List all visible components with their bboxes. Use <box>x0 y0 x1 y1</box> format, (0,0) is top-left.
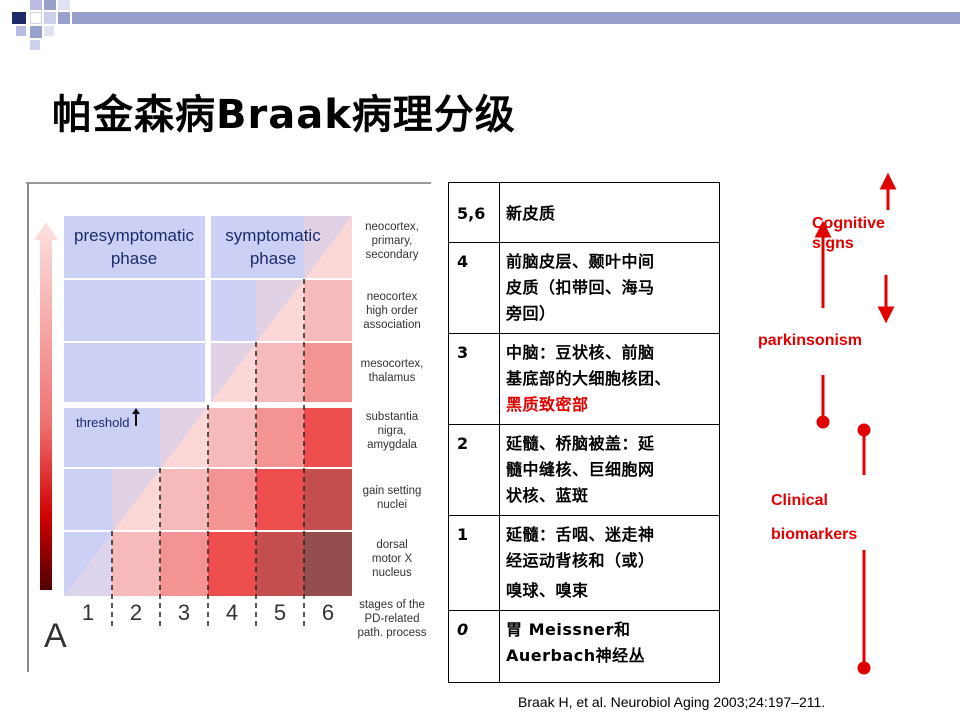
description-line: 基底部的大细胞核团、 <box>506 369 672 388</box>
stage-cell: 0 <box>448 610 500 683</box>
symptomatic-label: symptomatic <box>225 226 321 245</box>
description-line-highlight: 黑质致密部 <box>506 395 589 414</box>
stage-number: 2 <box>130 600 142 625</box>
dot-icon <box>857 661 871 675</box>
stage-cell: 2 <box>448 424 500 516</box>
description-line: 延髓、桥脑被盖：延 <box>506 434 655 453</box>
description-line: 状核、蓝斑 <box>506 486 589 505</box>
stage-description: 新皮质 <box>499 182 720 243</box>
presymptomatic-label-2: phase <box>111 249 157 268</box>
progression-arrow <box>34 222 58 590</box>
region-label: substantia <box>366 411 419 423</box>
region-label: thalamus <box>369 372 416 384</box>
region-label: gain setting <box>363 485 422 497</box>
parkinsonism-label: parkinsonism <box>758 332 863 349</box>
stage-description: 延髓：舌咽、迷走神 经运动背核和（或） 嗅球、嗅束 <box>499 515 720 611</box>
clinical-biomarkers-label: Clinical biomarkers <box>771 492 858 543</box>
region-label: dorsal <box>376 539 407 551</box>
clinical-arrows <box>814 172 897 675</box>
description-line: 旁回） <box>506 304 556 323</box>
stage-caption: path. process <box>357 627 426 639</box>
threshold-label: threshold <box>76 415 129 430</box>
description-line: 嗅球、嗅束 <box>506 581 589 600</box>
stage-cell: 4 <box>448 242 500 334</box>
table-row: 0 胃 Meissner和 Auerbach神经丛 <box>448 610 720 683</box>
table-row: 1 延髓：舌咽、迷走神 经运动背核和（或） 嗅球、嗅束 <box>448 515 720 611</box>
table-row: 5,6 新皮质 <box>448 182 720 243</box>
description-line: 新皮质 <box>506 204 556 223</box>
stage-number: 6 <box>322 600 334 625</box>
description-line: 中脑：豆状核、前脑 <box>506 343 655 362</box>
stage-number: 5 <box>274 600 286 625</box>
region-label: secondary <box>365 249 418 261</box>
braak-stage-table: 5,6 新皮质 4 前脑皮层、颞叶中间 皮质（扣带回、海马 旁回） 3 中脑：豆… <box>448 182 720 683</box>
stage-description: 胃 Meissner和 Auerbach神经丛 <box>499 610 720 683</box>
description-line: 髓中缝核、巨细胞网 <box>506 460 655 479</box>
region-label: mesocortex, <box>361 358 424 370</box>
braak-staging-figure: presymptomatic phase symptomatic phase t… <box>26 182 431 672</box>
presymptomatic-label: presymptomatic <box>74 226 194 245</box>
stage-number: 1 <box>82 600 94 625</box>
description-line: 经运动背核和（或） <box>506 551 655 570</box>
symptomatic-label-2: phase <box>250 249 296 268</box>
threshold-arrow-icon <box>132 408 140 426</box>
corner-decoration <box>0 0 960 60</box>
region-label: nuclei <box>377 499 407 511</box>
page-title: 帕金森病Braak病理分级 <box>52 92 516 138</box>
region-label: nigra, <box>378 425 407 437</box>
region-label: motor X <box>372 553 413 565</box>
stage-cell: 3 <box>448 333 500 425</box>
description-line: Auerbach神经丛 <box>506 646 646 665</box>
stage-description: 中脑：豆状核、前脑 基底部的大细胞核团、 黑质致密部 <box>499 333 720 425</box>
description-line: 皮质（扣带回、海马 <box>506 278 655 297</box>
stage-caption: PD-related <box>365 613 420 625</box>
region-label: association <box>363 319 421 331</box>
dot-icon <box>816 415 830 429</box>
stage-cell: 1 <box>448 515 500 611</box>
stage-cell: 5,6 <box>448 182 500 243</box>
table-row: 3 中脑：豆状核、前脑 基底部的大细胞核团、 黑质致密部 <box>448 333 720 425</box>
panel-letter: A <box>44 617 67 655</box>
region-label: primary, <box>372 235 413 247</box>
arrow-up-icon <box>879 172 897 190</box>
description-line: 延髓：舌咽、迷走神 <box>506 525 655 544</box>
region-label: neocortex, <box>365 221 419 233</box>
arrow-down-icon <box>877 306 895 324</box>
table-row: 2 延髓、桥脑被盖：延 髓中缝核、巨细胞网 状核、蓝斑 <box>448 424 720 516</box>
description-line: 前脑皮层、颞叶中间 <box>506 252 655 271</box>
stage-description: 前脑皮层、颞叶中间 皮质（扣带回、海马 旁回） <box>499 242 720 334</box>
region-label: neocortex <box>367 291 418 303</box>
stage-caption: stages of the <box>359 599 425 611</box>
stage-number: 4 <box>226 600 238 625</box>
description-line: 胃 Meissner和 <box>506 620 631 639</box>
table-row: 4 前脑皮层、颞叶中间 皮质（扣带回、海马 旁回） <box>448 242 720 334</box>
arrow-up-icon <box>814 220 832 238</box>
stage-description: 延髓、桥脑被盖：延 髓中缝核、巨细胞网 状核、蓝斑 <box>499 424 720 516</box>
stage-number: 3 <box>178 600 190 625</box>
region-label: high order <box>366 305 418 317</box>
region-label: nucleus <box>372 567 412 579</box>
reference-citation: Braak H, et al. Neurobiol Aging 2003;24:… <box>518 694 826 710</box>
region-label: amygdala <box>367 439 417 451</box>
